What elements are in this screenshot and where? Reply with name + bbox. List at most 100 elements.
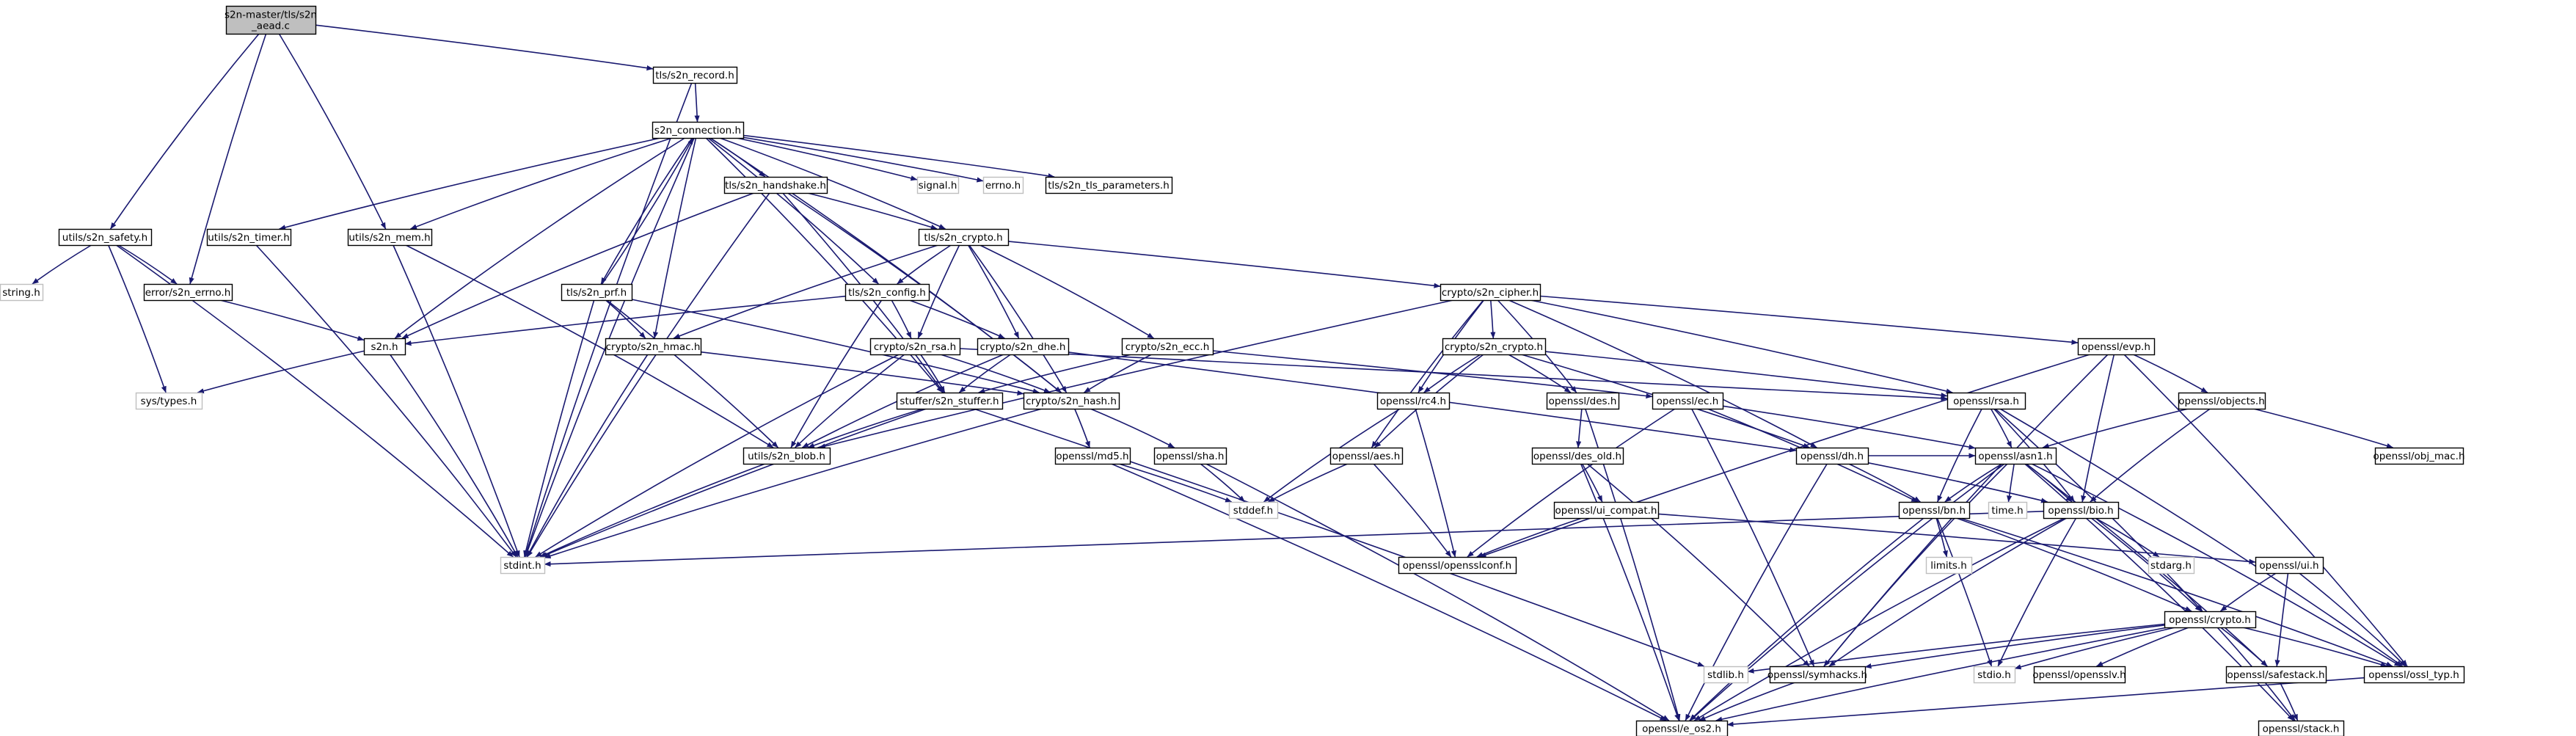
node-error_errno[interactable]: error/s2n_errno.h xyxy=(143,283,233,302)
edge-dh-to-bio xyxy=(1867,462,2048,503)
edges xyxy=(32,24,2408,727)
node-objmac[interactable]: openssl/obj_mac.h xyxy=(2373,447,2465,465)
node-utils_mem[interactable]: utils/s2n_mem.h xyxy=(347,228,433,247)
node-bio[interactable]: openssl/bio.h xyxy=(2043,501,2120,520)
node-rc4[interactable]: openssl/rc4.h xyxy=(1376,392,1451,410)
node-box-blob xyxy=(742,447,831,465)
node-sha[interactable]: openssl/sha.h xyxy=(1153,447,1227,465)
node-tls_params[interactable]: tls/s2n_tls_parameters.h xyxy=(1045,176,1173,194)
edge-crypto_h-to-stdlib xyxy=(1747,623,2165,674)
node-root[interactable]: s2n-master/tls/s2n_aead.c xyxy=(225,5,317,35)
edge-ecc-to-hash xyxy=(1084,354,1152,393)
node-label-objects: openssl/objects.h xyxy=(2178,396,2265,407)
node-label-utils_mem: utils/s2n_mem.h xyxy=(349,232,430,244)
node-box-objmac xyxy=(2374,447,2464,465)
edge-hash-to-sha xyxy=(1090,408,1175,448)
edge-bio-to-stdarg xyxy=(2095,517,2160,558)
node-ui_compat[interactable]: openssl/ui_compat.h xyxy=(1553,501,1660,520)
edge-hmac-to-stdint xyxy=(526,354,649,558)
edge-root-to-utils_safety xyxy=(109,33,260,230)
edge-osslrsa-to-ossl_typ xyxy=(1999,408,2403,667)
node-ecc[interactable]: crypto/s2n_ecc.h xyxy=(1121,338,1214,356)
node-box-signal xyxy=(916,176,960,194)
node-osslrsa[interactable]: openssl/rsa.h xyxy=(1946,392,2026,410)
node-hmac[interactable]: crypto/s2n_hmac.h xyxy=(605,338,702,356)
node-crypto_h[interactable]: openssl/crypto.h xyxy=(2164,611,2257,629)
node-stack[interactable]: openssl/stack.h xyxy=(2258,720,2345,736)
node-bn[interactable]: openssl/bn.h xyxy=(1898,501,1971,520)
edge-bn-to-stdio xyxy=(1936,517,1993,667)
node-blob[interactable]: utils/s2n_blob.h xyxy=(742,447,831,465)
node-objects[interactable]: openssl/objects.h xyxy=(2178,392,2266,410)
node-des_old[interactable]: openssl/des_old.h xyxy=(1531,447,1624,465)
node-label-handshake: tls/s2n_handshake.h xyxy=(725,180,826,192)
edge-bn-to-e_os2 xyxy=(1689,517,1924,721)
edge-bn-to-ossl_typ xyxy=(1959,517,2393,667)
node-box-rc4 xyxy=(1376,392,1451,410)
node-handshake[interactable]: tls/s2n_handshake.h xyxy=(723,176,828,194)
node-utils_timer[interactable]: utils/s2n_timer.h xyxy=(206,228,292,247)
edge-connection-to-s2n_h xyxy=(394,137,685,339)
edge-tls_crypto-to-hash xyxy=(968,244,1068,393)
node-stuffer[interactable]: stuffer/s2n_stuffer.h xyxy=(896,392,1004,410)
edge-ui_compat-to-ui xyxy=(1657,513,2256,564)
edge-utils_mem-to-blob xyxy=(405,244,774,448)
node-symhacks[interactable]: openssl/symhacks.h xyxy=(1767,666,1867,684)
node-box-stdint xyxy=(500,556,546,575)
node-ui[interactable]: openssl/ui.h xyxy=(2255,556,2324,575)
node-hash[interactable]: crypto/s2n_hash.h xyxy=(1023,392,1120,410)
node-safestack[interactable]: openssl/safestack.h xyxy=(2225,666,2327,684)
node-utils_safety[interactable]: utils/s2n_safety.h xyxy=(58,228,153,247)
node-opensslconf[interactable]: openssl/opensslconf.h xyxy=(1398,556,1517,575)
node-tls_config[interactable]: tls/s2n_config.h xyxy=(844,283,930,302)
edge-tls_record-to-connection xyxy=(694,82,700,123)
node-ossl_typ[interactable]: openssl/ossl_typ.h xyxy=(2363,666,2465,684)
node-cipher[interactable]: crypto/s2n_cipher.h xyxy=(1440,283,1541,302)
node-tls_record[interactable]: tls/s2n_record.h xyxy=(652,66,738,84)
node-box-stuffer xyxy=(896,392,1004,410)
edge-root-to-error_errno xyxy=(189,33,267,285)
node-rsa_c[interactable]: crypto/s2n_rsa.h xyxy=(869,338,961,356)
node-connection[interactable]: s2n_connection.h xyxy=(652,121,745,139)
node-s2ncrypto[interactable]: crypto/s2n_crypto.h xyxy=(1442,338,1547,356)
node-opensslv[interactable]: openssl/opensslv.h xyxy=(2032,666,2126,684)
node-label-string: string.h xyxy=(2,287,40,299)
edge-connection-to-tls_crypto xyxy=(719,137,946,230)
edge-cipher-to-aes xyxy=(1371,299,1484,448)
node-des[interactable]: openssl/des.h xyxy=(1546,392,1620,410)
node-label-time: time.h xyxy=(1991,505,2023,517)
node-e_os2[interactable]: openssl/e_os2.h xyxy=(1635,720,1729,736)
node-box-ossl_typ xyxy=(2363,666,2465,684)
edge-cipher-to-dh xyxy=(1508,299,1817,448)
node-aes[interactable]: openssl/aes.h xyxy=(1329,447,1404,465)
node-s2n_h[interactable]: s2n.h xyxy=(363,338,406,356)
node-asn1[interactable]: openssl/asn1.h xyxy=(1974,447,2057,465)
node-stdint: stdint.h xyxy=(500,556,546,575)
node-box-osslrsa xyxy=(1946,392,2026,410)
node-stddef: stddef.h xyxy=(1228,501,1279,520)
node-label-utils_safety: utils/s2n_safety.h xyxy=(62,232,147,244)
edge-tls_config-to-s2n_h xyxy=(404,295,846,346)
edge-rsa_c-to-osslrsa xyxy=(959,348,1948,401)
edge-connection-to-tls_config xyxy=(707,137,879,285)
node-box-ui xyxy=(2255,556,2324,575)
edge-hmac-to-hash xyxy=(700,351,1024,396)
edge-ec-to-asn1 xyxy=(1722,405,1976,450)
node-dh[interactable]: openssl/dh.h xyxy=(1795,447,1869,465)
node-label-error_errno: error/s2n_errno.h xyxy=(145,287,231,299)
edge-crypto_h-to-ossl_typ xyxy=(2242,627,2387,667)
node-md5[interactable]: openssl/md5.h xyxy=(1054,447,1131,465)
node-label-tls_record: tls/s2n_record.h xyxy=(655,70,734,81)
node-box-safestack xyxy=(2225,666,2327,684)
edge-tls_prf-to-connection xyxy=(601,137,694,285)
node-tls_prf[interactable]: tls/s2n_prf.h xyxy=(561,283,633,302)
edge-evp-to-objects xyxy=(2133,354,2208,393)
node-dhe[interactable]: crypto/s2n_dhe.h xyxy=(977,338,1070,356)
node-evp[interactable]: openssl/evp.h xyxy=(2077,338,2156,356)
node-box-tls_config xyxy=(844,283,930,302)
node-ec[interactable]: openssl/ec.h xyxy=(1652,392,1724,410)
edge-evp-to-bio xyxy=(2081,354,2115,503)
edge-rc4-to-stddef xyxy=(1263,408,1401,503)
node-tls_crypto[interactable]: tls/s2n_crypto.h xyxy=(918,228,1010,247)
